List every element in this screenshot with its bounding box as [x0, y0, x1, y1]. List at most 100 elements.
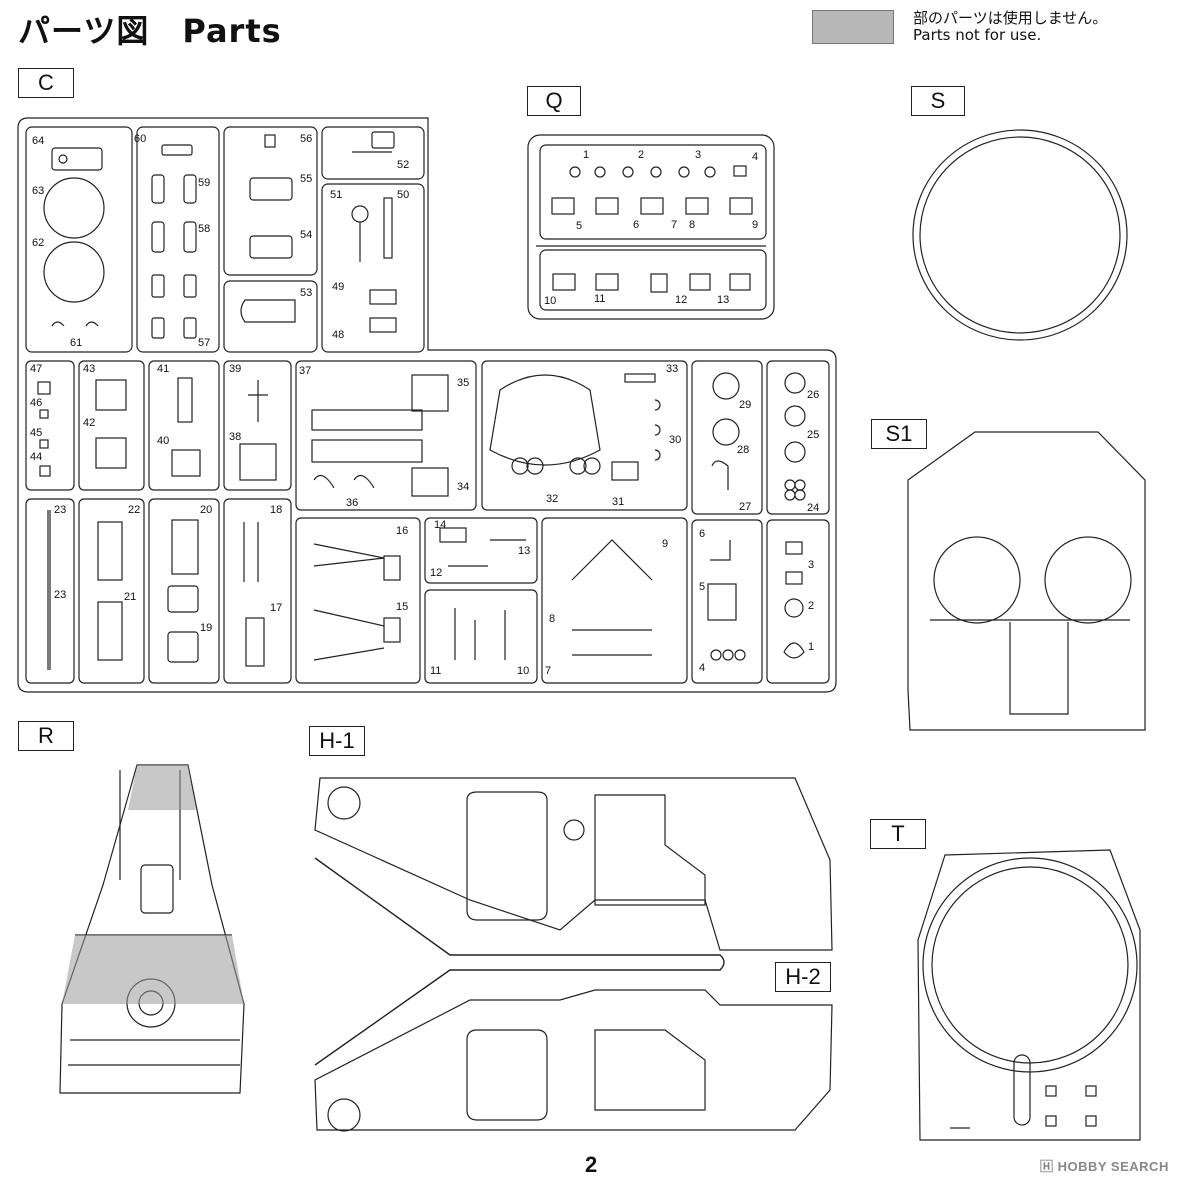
c-cell-53 — [223, 280, 318, 353]
page-title: パーツ図 Parts — [18, 12, 282, 50]
part-number-c30: 30 — [669, 434, 681, 446]
part-s-ring — [912, 129, 1128, 341]
part-number-c62: 62 — [32, 237, 44, 249]
part-number-c64: 64 — [32, 135, 44, 147]
sprue-q-frame — [527, 134, 775, 320]
part-number-q2: 2 — [638, 149, 644, 161]
part-number-c8: 8 — [549, 613, 555, 625]
part-number-c9: 9 — [662, 538, 668, 550]
part-number-c26: 26 — [807, 389, 819, 401]
sprue-label-s1: S1 — [871, 419, 927, 449]
part-number-c2: 2 — [808, 600, 814, 612]
part-number-c12: 12 — [430, 567, 442, 579]
page-number: 2 — [585, 1152, 598, 1177]
sprue-label-t: T — [870, 819, 926, 849]
part-r — [59, 764, 245, 1094]
part-number-c17: 17 — [270, 602, 282, 614]
part-number-q3: 3 — [695, 149, 701, 161]
part-number-c52: 52 — [397, 159, 409, 171]
sprue-label-s: S — [911, 86, 965, 116]
part-number-q7: 7 — [671, 219, 677, 231]
part-number-c47: 47 — [30, 363, 42, 375]
part-number-c56: 56 — [300, 133, 312, 145]
part-number-q6: 6 — [633, 219, 639, 231]
part-number-q5: 5 — [576, 220, 582, 232]
part-number-q8: 8 — [689, 219, 695, 231]
part-number-c1: 1 — [808, 641, 814, 653]
legend-text: 部のパーツは使用しません。 Parts not for use. — [913, 10, 1107, 44]
part-number-c40: 40 — [157, 435, 169, 447]
part-number-c27: 27 — [739, 501, 751, 513]
legend-line-jp: 部のパーツは使用しません。 — [913, 9, 1108, 27]
part-number-c15: 15 — [396, 601, 408, 613]
part-number-c54: 54 — [300, 229, 312, 241]
part-number-c38: 38 — [229, 431, 241, 443]
legend-line-en: Parts not for use. — [913, 26, 1042, 44]
part-number-q13: 13 — [717, 294, 729, 306]
part-number-c19: 19 — [200, 622, 212, 634]
part-s1 — [907, 431, 1146, 731]
part-number-c35: 35 — [457, 377, 469, 389]
part-number-c31: 31 — [612, 496, 624, 508]
part-number-c42: 42 — [83, 417, 95, 429]
part-number-c41: 41 — [157, 363, 169, 375]
part-number-c32: 32 — [546, 493, 558, 505]
part-h1 — [314, 777, 833, 951]
part-number-c14: 14 — [434, 519, 446, 531]
part-number-c39: 39 — [229, 363, 241, 375]
legend-swatch — [812, 10, 894, 44]
sprue-label-q: Q — [527, 86, 581, 116]
part-number-c45: 45 — [30, 427, 42, 439]
sprue-q-part-numbers: 1 2 3 4 5 6 7 8 9 10 11 12 13 — [544, 149, 758, 307]
part-number-c63: 63 — [32, 185, 44, 197]
part-number-c60: 60 — [134, 133, 146, 145]
sprue-label-r: R — [18, 721, 74, 751]
c-cell-56-54 — [223, 126, 318, 276]
part-number-c50: 50 — [397, 189, 409, 201]
sprue-label-c: C — [18, 68, 74, 98]
part-number-c59: 59 — [198, 177, 210, 189]
part-number-c18: 18 — [270, 504, 282, 516]
part-number-c36: 36 — [346, 497, 358, 509]
part-number-c55: 55 — [300, 173, 312, 185]
part-number-q11: 11 — [594, 293, 605, 305]
part-t — [917, 849, 1141, 1141]
sprue-c-frame — [17, 117, 837, 693]
c-cell-51-48 — [321, 183, 425, 353]
c-cell-52 — [321, 126, 425, 180]
part-number-c33: 33 — [666, 363, 678, 375]
part-number-c34: 34 — [457, 481, 469, 493]
part-number-c22: 22 — [128, 504, 140, 516]
part-number-c49: 49 — [332, 281, 344, 293]
part-number-c57: 57 — [198, 337, 210, 349]
part-number-c20: 20 — [200, 504, 212, 516]
part-number-c4: 4 — [699, 662, 705, 674]
part-number-c13: 13 — [518, 545, 530, 557]
part-number-c46: 46 — [30, 397, 42, 409]
part-number-c37: 37 — [299, 365, 311, 377]
c-cell-64-61 — [25, 126, 133, 353]
part-h2 — [314, 989, 833, 1131]
part-number-c23b: 23 — [54, 589, 66, 601]
part-number-c10: 10 — [517, 665, 529, 677]
part-number-c43: 43 — [83, 363, 95, 375]
part-number-c29: 29 — [739, 399, 751, 411]
part-number-c51: 51 — [330, 189, 342, 201]
part-number-c21: 21 — [124, 591, 136, 603]
part-number-c24: 24 — [807, 502, 819, 514]
c-cell-60-57 — [136, 126, 220, 353]
part-number-c25: 25 — [807, 429, 819, 441]
part-number-c58: 58 — [198, 223, 210, 235]
part-number-c28: 28 — [737, 444, 749, 456]
part-number-c53: 53 — [300, 287, 312, 299]
part-number-c6: 6 — [699, 528, 705, 540]
part-number-c7: 7 — [545, 665, 551, 677]
watermark-logo: 🄷 HOBBY SEARCH — [1040, 1159, 1169, 1174]
part-number-q12: 12 — [675, 294, 687, 306]
part-number-c11: 11 — [430, 665, 441, 677]
sprue-label-h1: H-1 — [309, 726, 365, 756]
part-number-q9: 9 — [752, 219, 758, 231]
part-number-c3: 3 — [808, 559, 814, 571]
sprue-c-part-numbers: 64 63 62 61 60 59 58 57 56 55 54 53 52 5… — [30, 133, 819, 677]
